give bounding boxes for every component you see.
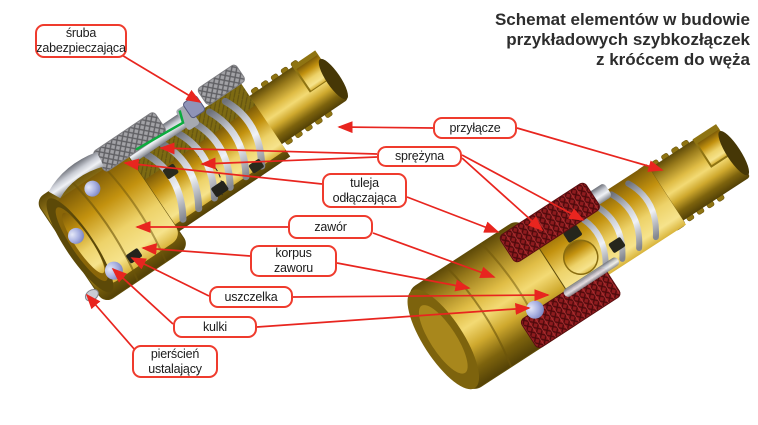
left-hose-barb bbox=[243, 50, 349, 148]
left-sleeve-step bbox=[176, 104, 200, 130]
arrow-sprezyna-right-2 bbox=[461, 157, 544, 232]
ball bbox=[84, 180, 101, 197]
right-red-knurl bbox=[499, 182, 600, 263]
left-knurl bbox=[197, 64, 245, 105]
safety-screw-wire bbox=[135, 110, 185, 151]
label-kulki: kulki bbox=[173, 316, 257, 338]
left-socket bbox=[38, 146, 186, 301]
left-seal bbox=[211, 180, 229, 197]
arrow-korpus-right bbox=[336, 262, 471, 292]
arrow-uszczelka-right bbox=[292, 289, 550, 302]
arrow-pierscien bbox=[85, 293, 136, 351]
arrow-sprezyna-left-2 bbox=[200, 156, 378, 170]
arrow-uszczelka-left bbox=[130, 257, 210, 297]
right-silver-strip bbox=[563, 257, 620, 297]
label-zawor: zawór bbox=[288, 215, 373, 239]
right-seal bbox=[563, 225, 582, 243]
label-sruba-zabezpieczajaca: śruba zabezpieczająca bbox=[35, 24, 127, 58]
arrow-przylacze-left bbox=[337, 121, 434, 134]
arrow-zawor-right bbox=[372, 232, 496, 278]
arrow-sruba bbox=[119, 53, 202, 103]
title-line-3: z króćcem do węża bbox=[595, 49, 750, 69]
right-valve-poppet bbox=[562, 239, 599, 275]
diagram-title: Schemat elementów w budowie przykładowyc… bbox=[450, 10, 750, 70]
arrow-kulki-right bbox=[256, 303, 531, 328]
arrow-sprezyna-right-1 bbox=[461, 154, 585, 221]
label-sprezyna: sprężyna bbox=[377, 146, 462, 167]
arrow-kulki-left bbox=[111, 267, 174, 325]
left-sleeve-arc bbox=[48, 152, 104, 199]
label-uszczelka: uszczelka bbox=[209, 286, 293, 308]
label-przylacze: przyłącze bbox=[433, 117, 517, 139]
arrow-sprezyna-left-1 bbox=[159, 142, 378, 155]
label-pierscien-ustalajacy: pierścień ustalający bbox=[132, 345, 218, 378]
arrow-korpus-left bbox=[141, 243, 251, 257]
label-tuleja-odlaczajaca: tuleja odłączająca bbox=[322, 173, 407, 208]
right-seal bbox=[608, 237, 626, 253]
right-coupling bbox=[407, 124, 750, 390]
arrow-tuleja-left bbox=[123, 158, 323, 185]
label-korpus-zaworu: korpus zaworu bbox=[250, 245, 337, 277]
arrow-przylacze-right bbox=[516, 127, 664, 172]
title-line-2: przykładowych szybkozłączek bbox=[506, 29, 750, 49]
arrow-tuleja-right bbox=[406, 196, 500, 233]
ball bbox=[68, 227, 85, 244]
right-red-knurl bbox=[520, 267, 621, 348]
title-line-1: Schemat elementów w budowie bbox=[494, 10, 750, 29]
